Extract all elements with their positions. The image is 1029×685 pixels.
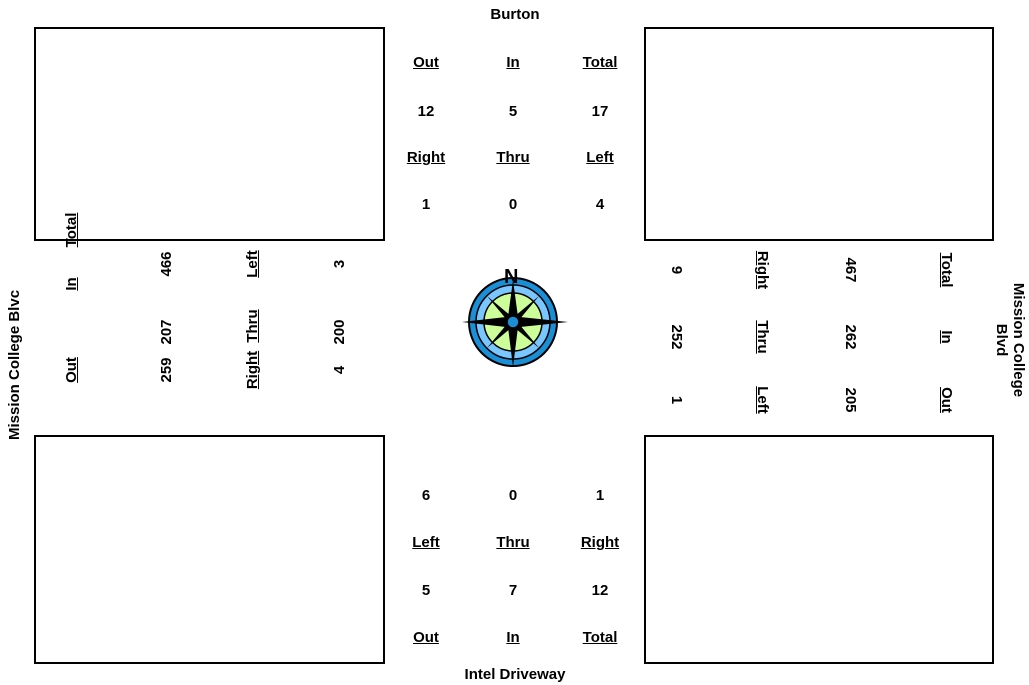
top-right-block [645,28,993,240]
north-left-count: 4 [570,195,630,215]
north-right-count: 1 [396,195,456,215]
south-right-label: Right [570,533,630,553]
west-thru-label: Thru [243,296,263,356]
east-thru-count: 252 [666,307,686,367]
west-total-header: Total [62,200,82,260]
north-in-header: In [483,53,543,73]
east-in-value: 262 [840,307,860,367]
east-in-header: In [936,307,956,367]
south-left-count: 6 [396,486,456,506]
compass-north-letter: N [504,266,518,289]
west-in-header: In [62,254,82,314]
east-left-count: 1 [666,370,686,430]
south-total-header: Total [570,628,630,648]
west-left-label: Left [243,234,263,294]
east-right-label: Right [752,240,772,300]
west-left-count: 3 [330,234,350,294]
north-thru-count: 0 [483,195,543,215]
bottom-right-block [645,436,993,663]
street-south-label: Intel Driveway [440,666,590,683]
compass-rose-icon: N [456,262,574,384]
south-out-value: 5 [396,581,456,601]
street-east-label: Mission College Blvd [993,260,1027,420]
east-out-header: Out [936,370,956,430]
north-out-value: 12 [396,102,456,122]
south-left-label: Left [396,533,456,553]
north-thru-label: Thru [483,148,543,168]
street-east-line1: Mission College [1010,260,1027,420]
east-total-header: Total [936,240,956,300]
street-north-label: Burton [480,6,550,23]
north-right-label: Right [396,148,456,168]
north-total-header: Total [570,53,630,73]
west-out-header: Out [62,340,82,400]
east-thru-label: Thru [752,307,772,367]
east-out-value: 205 [840,370,860,430]
street-east-line2: Blvd [993,260,1010,420]
north-out-header: Out [396,53,456,73]
north-total-value: 17 [570,102,630,122]
west-total-value: 466 [157,234,177,294]
south-in-value: 7 [483,581,543,601]
south-in-header: In [483,628,543,648]
south-total-value: 12 [570,581,630,601]
east-total-value: 467 [840,240,860,300]
bottom-left-block [35,436,384,663]
south-out-header: Out [396,628,456,648]
north-in-value: 5 [483,102,543,122]
east-left-label: Left [752,370,772,430]
south-thru-label: Thru [483,533,543,553]
north-left-label: Left [570,148,630,168]
street-west-label: Mission College Blvc [6,240,23,440]
south-thru-count: 0 [483,486,543,506]
south-right-count: 1 [570,486,630,506]
east-right-count: 9 [666,240,686,300]
top-left-block [35,28,384,240]
west-thru-count: 200 [330,302,350,362]
west-in-value: 207 [157,302,177,362]
